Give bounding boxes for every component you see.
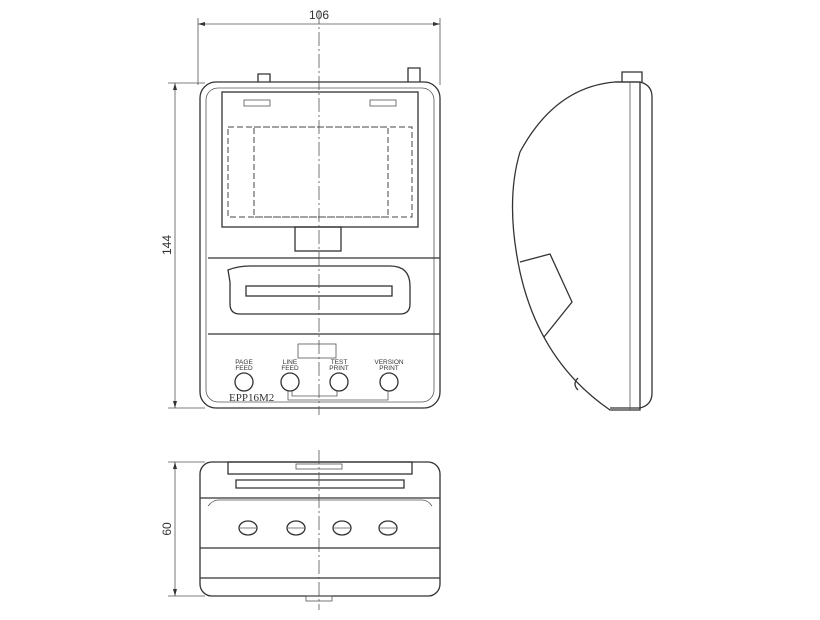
line-feed-button[interactable]: LINE FEED — [280, 359, 300, 392]
svg-text:PRINT: PRINT — [329, 365, 349, 372]
svg-text:VERSION: VERSION — [374, 359, 404, 366]
side-view — [511, 71, 653, 411]
model-label: EPP16M2 — [229, 392, 274, 404]
svg-text:FEED: FEED — [235, 365, 253, 372]
svg-text:TEST: TEST — [331, 359, 348, 366]
svg-text:PRINT: PRINT — [379, 365, 399, 372]
svg-text:PAGE: PAGE — [235, 359, 253, 366]
page-feed-button[interactable]: PAGE FEED — [234, 359, 254, 392]
depth-value: 60 — [160, 522, 174, 536]
svg-text:FEED: FEED — [281, 365, 299, 372]
version-print-button[interactable]: VERSION PRINT — [374, 359, 404, 392]
front-view: PAGE FEED LINE FEED TEST PRINT VERSION P… — [199, 10, 441, 415]
svg-text:LINE: LINE — [283, 359, 298, 366]
top-view — [199, 450, 441, 610]
top-view-buttons — [238, 520, 398, 536]
height-value: 144 — [160, 235, 174, 255]
height-dimension: 144 — [160, 82, 205, 409]
buttons: PAGE FEED LINE FEED TEST PRINT VERSION P… — [234, 359, 404, 401]
depth-dimension: 60 — [160, 461, 205, 597]
test-print-button[interactable]: TEST PRINT — [329, 359, 349, 392]
